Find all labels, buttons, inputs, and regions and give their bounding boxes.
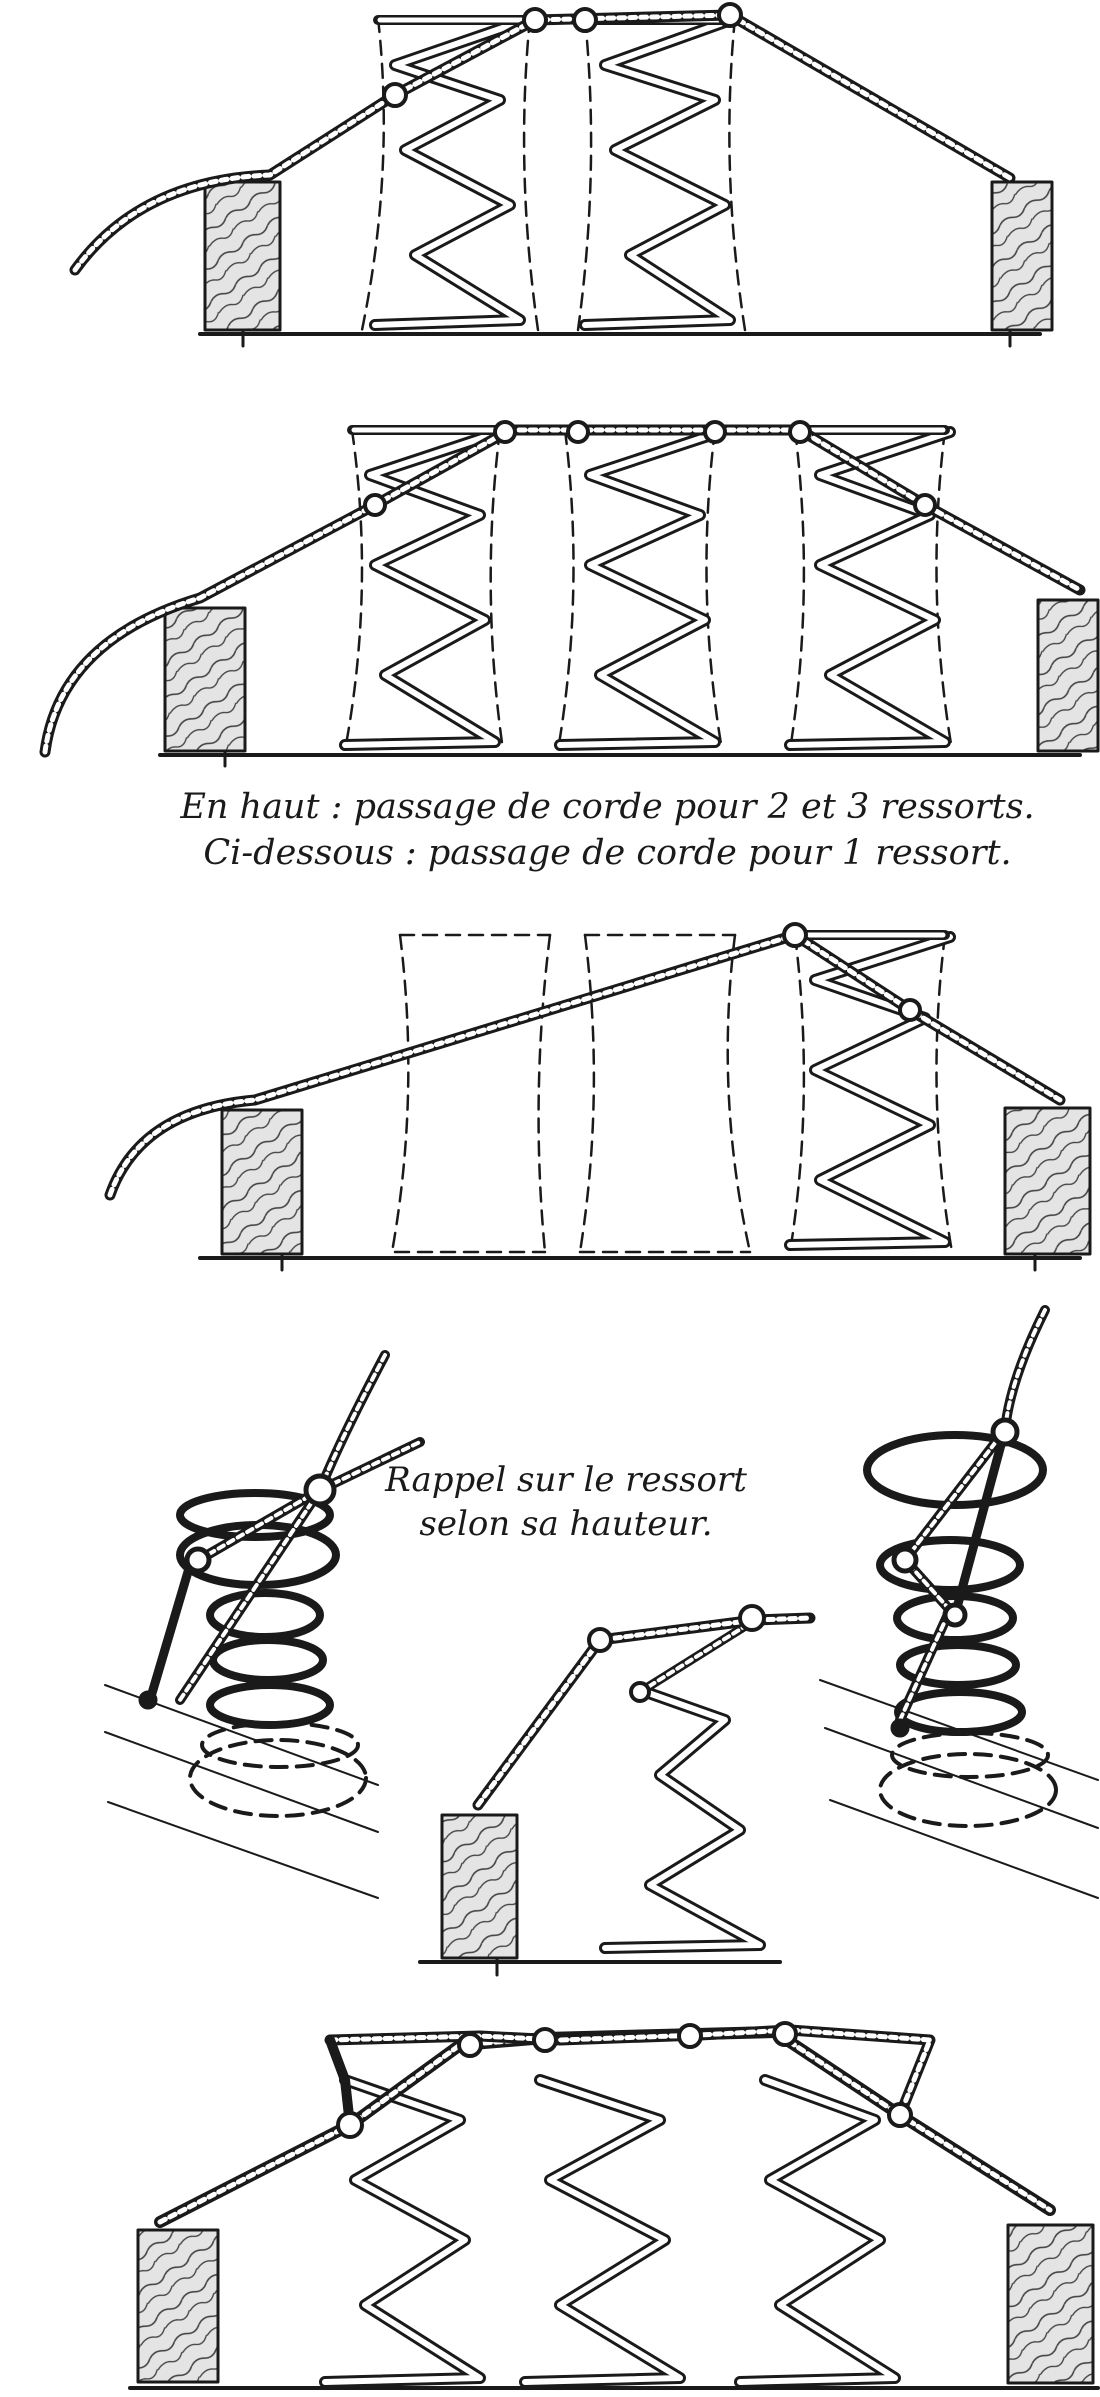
- knot: [942, 1602, 968, 1628]
- knot: [184, 1546, 212, 1574]
- knot: [587, 1627, 613, 1653]
- wood-block-right: [1003, 1106, 1092, 1256]
- caption-line: Rappel sur le ressort: [385, 1460, 747, 1500]
- rope: [104, 929, 1066, 1201]
- rope: [472, 1612, 816, 1811]
- knot: [363, 493, 387, 517]
- knot: [898, 998, 922, 1022]
- knot: [891, 1546, 919, 1574]
- spring-outline-dashed: [576, 16, 593, 332]
- caption-middle: Rappel sur le ressort selon sa hauteur.: [0, 1458, 1100, 1546]
- knot: [717, 2, 743, 28]
- spring-outline-dashed: [522, 16, 540, 332]
- wood-block-left: [220, 1108, 304, 1256]
- knot: [738, 1604, 766, 1632]
- wood-block-right: [1036, 598, 1100, 753]
- wood-block-right: [1006, 2223, 1095, 2385]
- knot: [629, 1681, 651, 1703]
- wood-block-left: [163, 606, 247, 753]
- knot: [788, 420, 812, 444]
- knot: [782, 922, 808, 948]
- knot: [457, 2032, 483, 2058]
- rope: [895, 1305, 1050, 1725]
- caption-line: selon sa hauteur.: [419, 1504, 713, 1544]
- caption-line: Ci-dessous : passage de corde pour 1 res…: [203, 833, 1012, 873]
- knot: [522, 7, 548, 33]
- diagram-final-tied: [128, 2021, 1100, 2390]
- wood-block-left: [203, 180, 282, 332]
- wood-block-left: [136, 2228, 220, 2384]
- diagram-coil-left: [104, 1350, 425, 1899]
- knot: [382, 82, 408, 108]
- knot: [303, 1473, 337, 1507]
- knot: [772, 2021, 798, 2047]
- wood-block-right: [990, 180, 1054, 332]
- tack-icon: [890, 1718, 910, 1738]
- diagram-one-spring: [104, 922, 1092, 1272]
- knot: [677, 2023, 703, 2049]
- wood-block-left: [440, 1813, 519, 1960]
- knot: [493, 420, 517, 444]
- spring-outline-dashed: [728, 16, 747, 332]
- caption-line: En haut : passage de corde pour 2 et 3 r…: [180, 787, 1035, 827]
- diagram-two-springs: [69, 2, 1054, 348]
- spring-outline-dashed: [360, 16, 386, 332]
- diagram-coil-right: [819, 1305, 1099, 1899]
- knot: [532, 2027, 558, 2053]
- knot: [913, 493, 937, 517]
- diagram-three-springs: [39, 420, 1100, 768]
- diagram-zigzag-recall: [418, 1604, 816, 1977]
- knot: [336, 2111, 364, 2139]
- knot: [990, 1417, 1020, 1447]
- rope: [154, 2024, 1056, 2228]
- tack-icon: [138, 1690, 158, 1710]
- rope: [69, 9, 1016, 276]
- coil-spring: [863, 1431, 1047, 1736]
- knot: [887, 2102, 913, 2128]
- coil-base-dashed: [188, 1738, 368, 1818]
- knot: [572, 7, 598, 33]
- knot: [703, 420, 727, 444]
- caption-top: En haut : passage de corde pour 2 et 3 r…: [0, 784, 1100, 876]
- knot: [566, 420, 590, 444]
